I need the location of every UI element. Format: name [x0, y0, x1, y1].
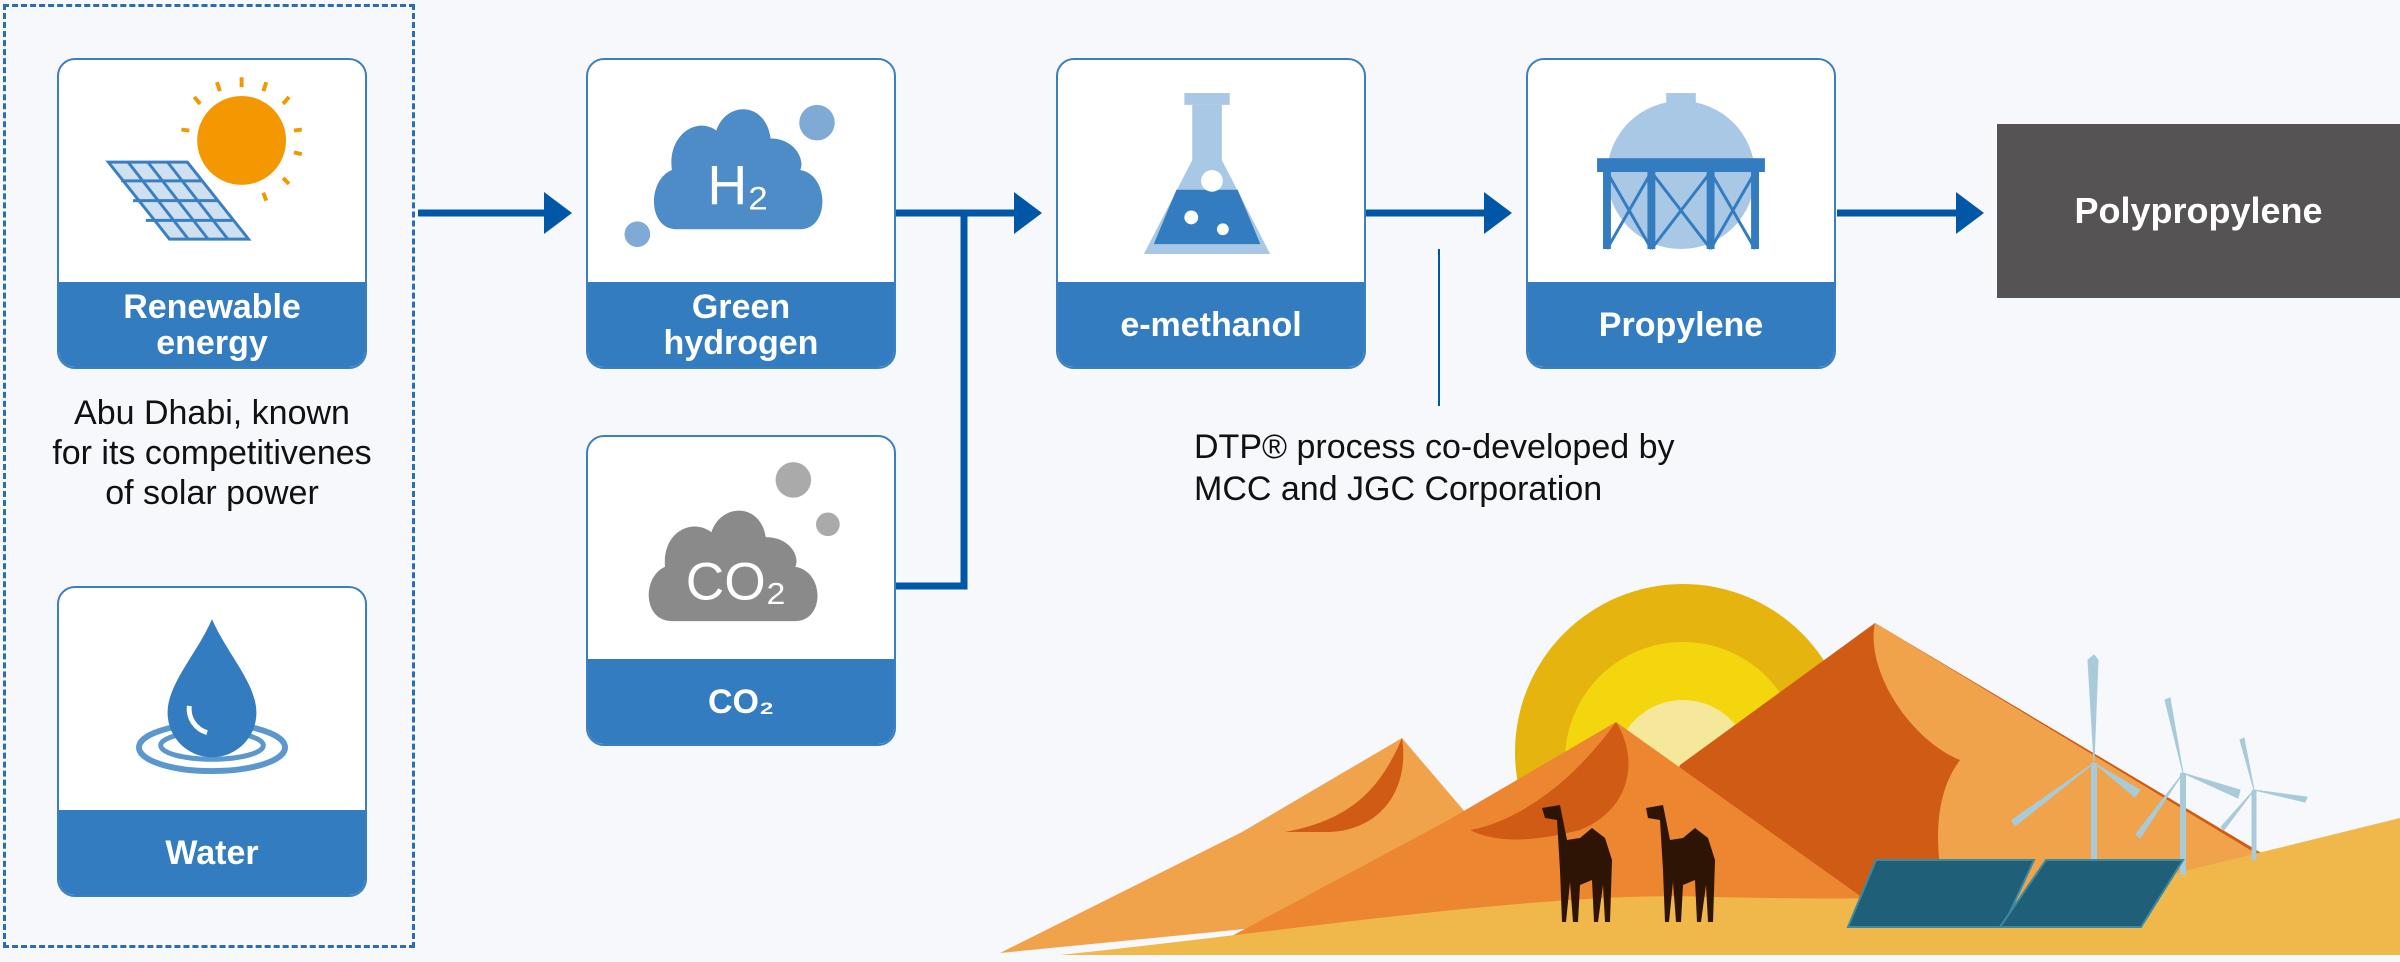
- water-card: Water: [57, 586, 367, 897]
- camels-icon: [1542, 805, 1715, 922]
- dune-middle-shadow: [1470, 722, 1629, 840]
- co2-cloud-icon: CO₂: [648, 462, 840, 622]
- flask-icon: [1143, 93, 1271, 254]
- renewable-energy-note: Abu Dhabi, known for its competitivenes …: [52, 394, 372, 512]
- dtp-annotation: DTP® process co-developed by MCC and JGC…: [1194, 426, 1675, 510]
- renewable-energy-card: Renewable energy: [57, 58, 367, 369]
- hydrogen-cloud-icon: H₂: [624, 104, 835, 248]
- dune-big-light: [1873, 623, 2300, 920]
- green-hydrogen-card: H₂ Green hydrogen: [586, 58, 896, 369]
- green-hydrogen-label: Green hydrogen: [588, 282, 894, 367]
- solar-panel-sun-icon: [105, 77, 303, 241]
- e-methanol-label: e-methanol: [1058, 282, 1364, 367]
- wind-turbines-icon: [2011, 654, 2308, 875]
- co2-card: CO₂ CO₂: [586, 435, 896, 746]
- co2-label: CO₂: [588, 659, 894, 744]
- co2-connector: [895, 213, 968, 590]
- dune-left-shadow: [1285, 738, 1404, 832]
- propylene-label: Propylene: [1528, 282, 1834, 367]
- abu-dhabi-inputs-group: [3, 4, 415, 948]
- propylene-card: Propylene: [1526, 58, 1836, 369]
- dtp-annotation-line-1: DTP® process co-developed by: [1194, 428, 1675, 466]
- e-methanol-card: e-methanol: [1056, 58, 1366, 369]
- polypropylene-box: Polypropylene: [1997, 124, 2400, 298]
- water-label: Water: [59, 810, 365, 895]
- solar-panels-icon: [1846, 859, 2185, 928]
- water-drop-icon: [135, 619, 289, 775]
- co2-icon-text: CO₂: [686, 552, 787, 611]
- hydrogen-icon-text: H₂: [707, 155, 768, 217]
- renewable-energy-label: Renewable energy: [59, 282, 365, 367]
- dtp-annotation-line-2: MCC and JGC Corporation: [1194, 470, 1603, 508]
- storage-tank-icon: [1597, 93, 1765, 250]
